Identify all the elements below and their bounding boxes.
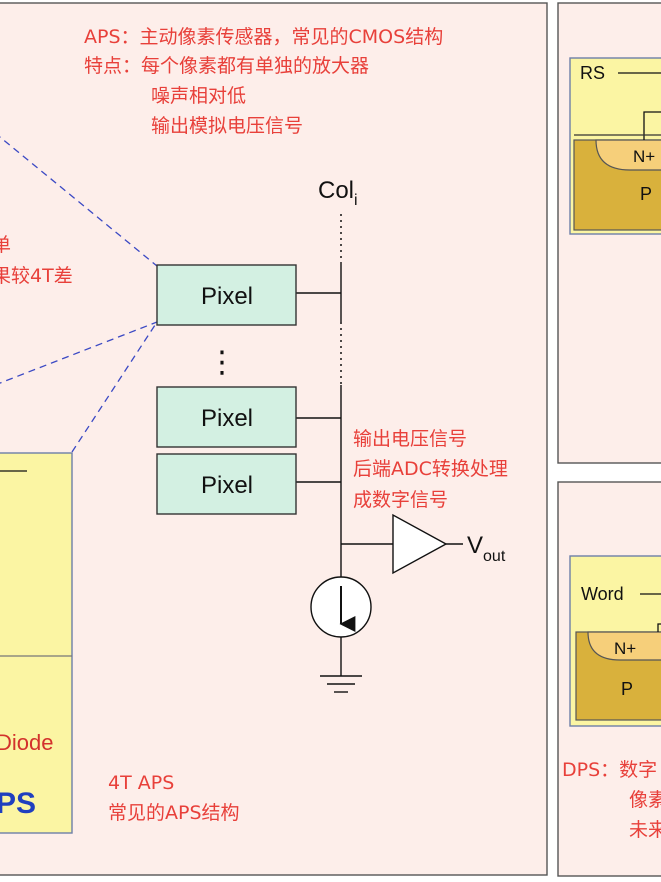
p-label-bottom: P [621, 679, 633, 699]
right-top-sensor: RS N+ P [569, 57, 661, 235]
column-label: Coli [318, 177, 358, 209]
dps-line-2: 像素 [629, 789, 661, 811]
pixel-box [156, 453, 297, 515]
left-yellow-box [0, 452, 73, 834]
aps-feature-3: 输出模拟电压信号 [151, 115, 303, 137]
rs-label: RS [580, 63, 605, 83]
amplifier-triangle [392, 513, 448, 575]
output-note: 输出电压信号 后端ADC转换处理 成数字信号 [353, 428, 508, 511]
pixel-box [156, 264, 297, 326]
pixel-label: Pixel [201, 405, 253, 432]
aps4t-title: 4T APS [108, 772, 174, 794]
output-note-2: 后端ADC转换处理 [353, 458, 508, 480]
output-note-1: 输出电压信号 [353, 428, 467, 450]
left-fragment-2: 果较4T差 [0, 265, 73, 287]
output-note-3: 成数字信号 [353, 489, 448, 511]
right-bottom-sensor: Word N+ P [569, 555, 661, 727]
aps4t-desc: 常见的APS结构 [108, 802, 240, 824]
zoom-dashed-lines [0, 136, 158, 453]
dps-line-1: DPS：数字 [562, 759, 657, 781]
left-fragments: 单 果较4T差 [0, 234, 73, 287]
pixel-label: Pixel [201, 472, 253, 499]
diode-label: Diode [0, 730, 53, 755]
nplus-label: N+ [633, 147, 655, 166]
word-label: Word [581, 584, 624, 604]
nplus-label-bottom: N+ [614, 639, 636, 658]
ps-label: PS [0, 787, 36, 820]
aps-definition: APS：主动像素传感器，常见的CMOS结构 [84, 26, 443, 48]
aps4t-note: 4T APS 常见的APS结构 [108, 772, 240, 824]
pixel-label: Pixel [201, 283, 253, 310]
vout-label: Vout [467, 532, 506, 565]
aps-feature-2: 噪声相对低 [151, 85, 246, 107]
dps-line-3: 未来 [629, 819, 661, 841]
ground-symbol [320, 675, 362, 693]
dps-note: DPS：数字 像素 未来 [562, 759, 661, 841]
left-fragment-1: 单 [0, 234, 11, 256]
pixel-box [156, 386, 297, 448]
p-label: P [640, 184, 652, 204]
aps-header: APS：主动像素传感器，常见的CMOS结构 特点：每个像素都有单独的放大器 噪声… [84, 26, 443, 137]
aps-feature-1: 特点：每个像素都有单独的放大器 [84, 55, 369, 77]
pixel-ellipsis: ⋮ [207, 346, 237, 379]
